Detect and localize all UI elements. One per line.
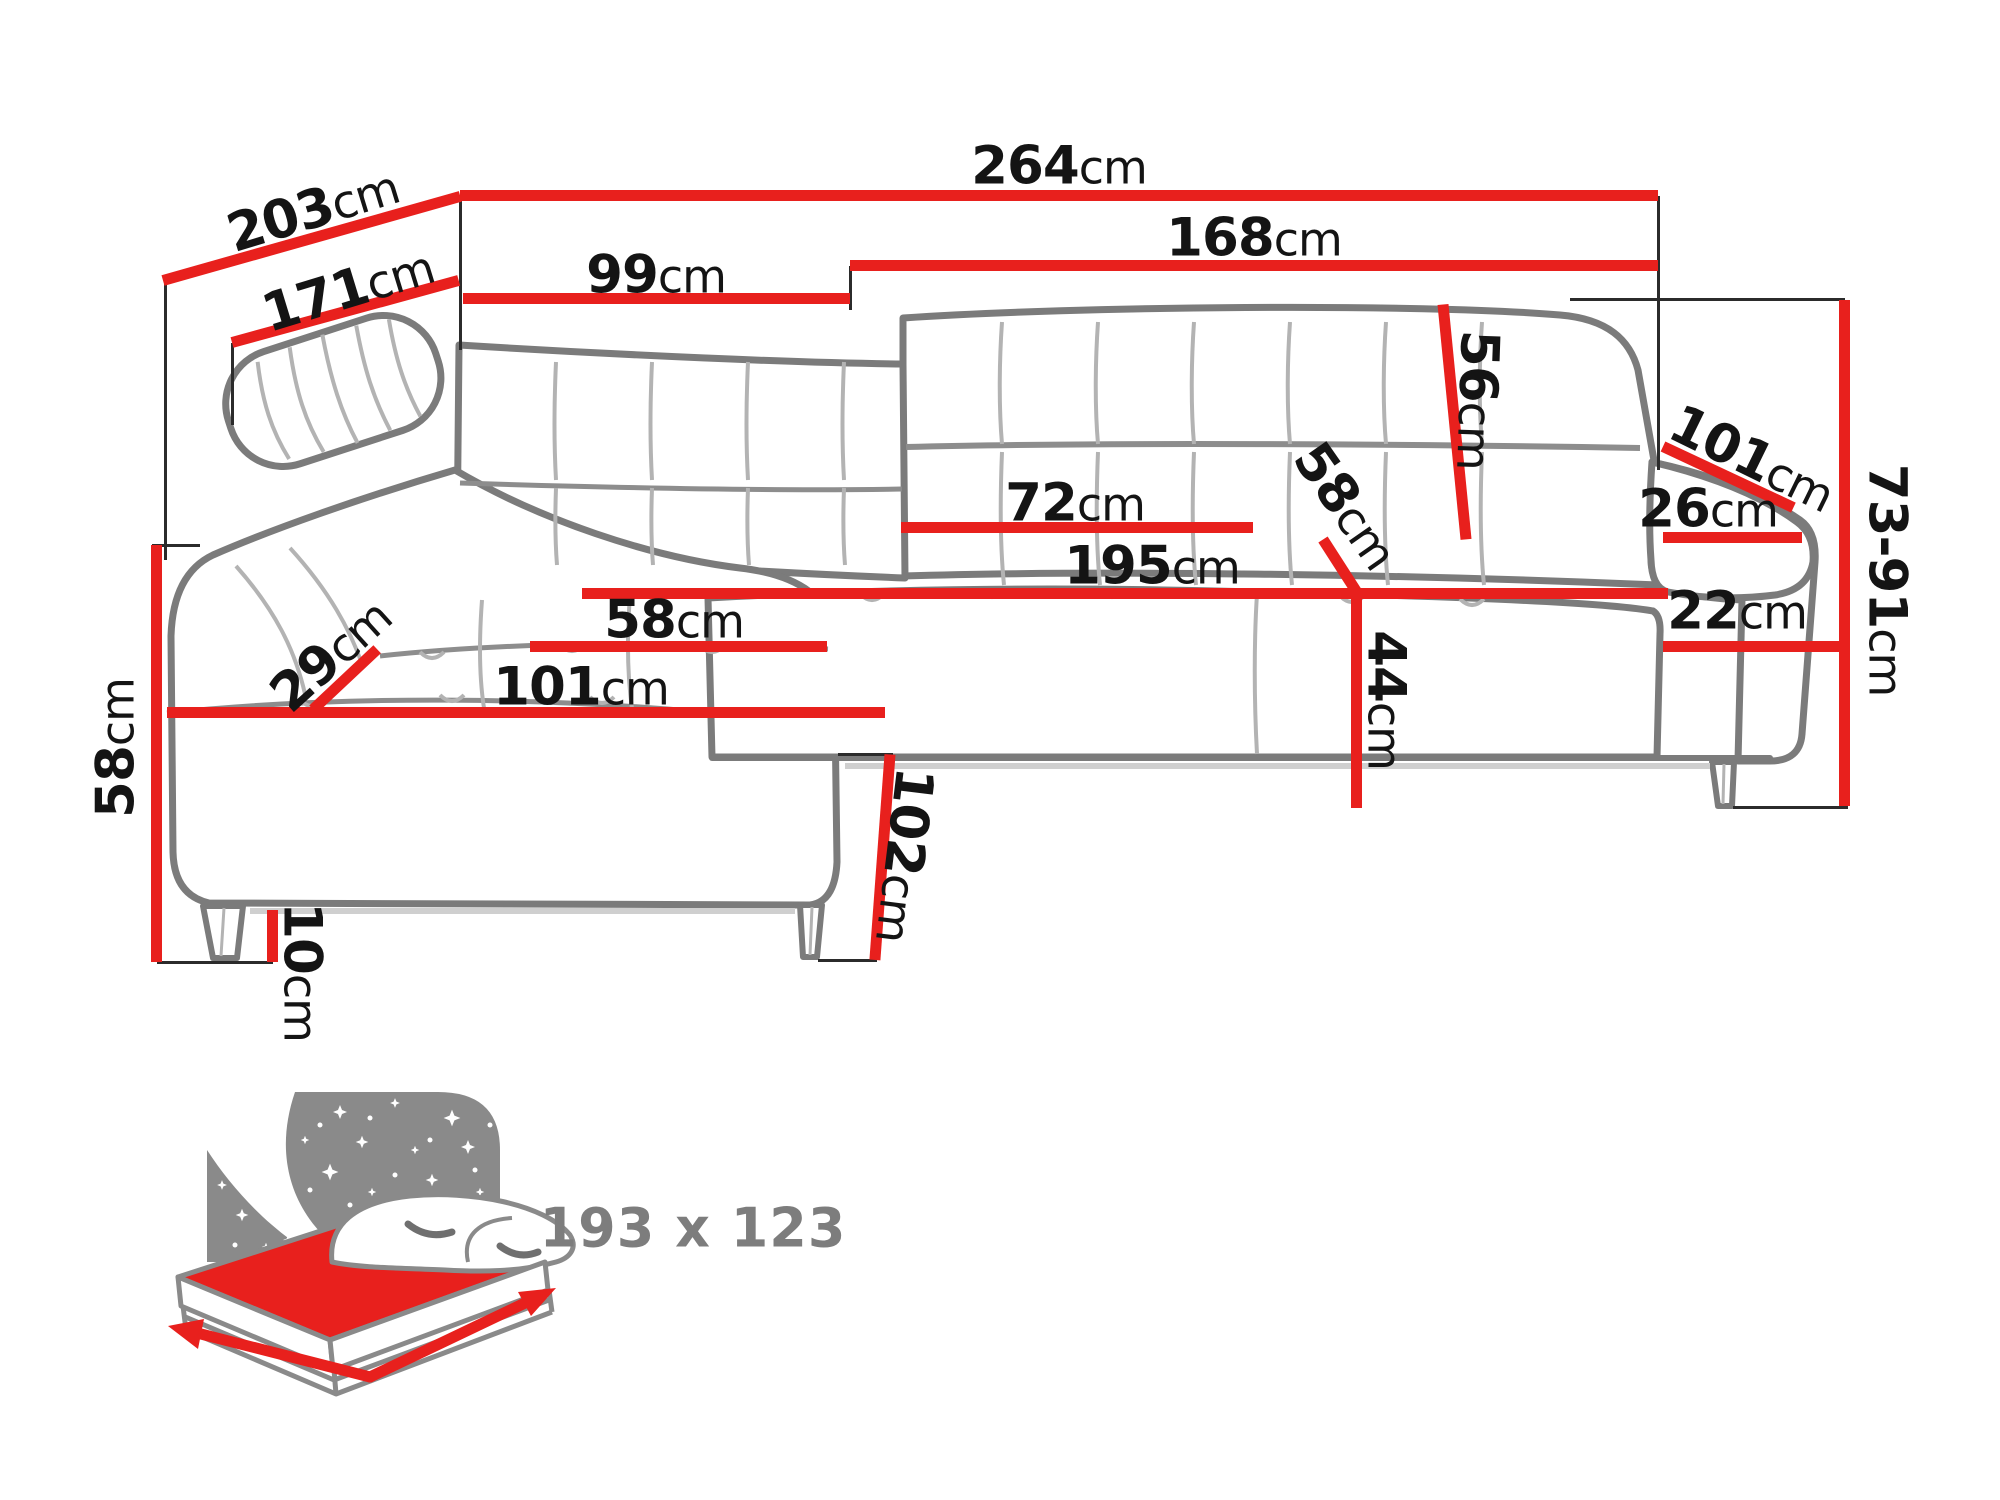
pillow-shadows [404, 1220, 542, 1259]
dim-line-264 [460, 190, 1658, 201]
headrest-pillow [222, 311, 445, 470]
dim-line-26 [1663, 532, 1802, 543]
bed-size-label: 193 x 123 [539, 1196, 847, 1260]
dim-line-10 [267, 910, 278, 962]
dim-line-195 [582, 588, 1668, 599]
dim-label-168: 168cm [1166, 207, 1343, 269]
bed-icon [168, 1092, 576, 1397]
helper-line [164, 281, 167, 560]
floor-shadow [250, 763, 1710, 914]
dim-label-26: 26cm [1638, 478, 1779, 540]
helper-line [231, 343, 234, 425]
dim-label-56: 56cm [1446, 329, 1510, 471]
dim-label-73-91: 73-91cm [1856, 463, 1918, 697]
helper-line [157, 961, 273, 964]
sofa-outline [167, 303, 1819, 909]
dim-line-58-side [151, 545, 162, 962]
dim-line-58-seat [530, 641, 827, 652]
dim-label-195: 195cm [1064, 535, 1241, 597]
dim-label-10: 10cm [271, 902, 333, 1042]
dim-line-22 [1663, 641, 1845, 652]
helper-line [459, 197, 462, 350]
dim-line-73-91 [1839, 300, 1850, 806]
dim-label-99: 99cm [586, 244, 727, 306]
dim-line-99 [463, 293, 850, 304]
dim-line-168 [850, 260, 1658, 271]
helper-line [849, 266, 852, 310]
dim-label-44: 44cm [1355, 630, 1417, 770]
sofa-legs [200, 759, 1737, 961]
helper-line [838, 753, 893, 756]
helper-line [152, 544, 200, 547]
dim-label-22: 22cm [1667, 580, 1808, 642]
dim-line-101-seat [167, 707, 885, 718]
helper-line [1570, 298, 1845, 301]
dim-label-72: 72cm [1005, 472, 1146, 534]
dim-label-264: 264cm [971, 135, 1148, 197]
helper-line [1733, 806, 1848, 809]
helper-line [818, 959, 877, 962]
helper-line [1657, 196, 1660, 470]
dim-label-101-seat: 101cm [493, 656, 670, 718]
dim-line-44 [1351, 593, 1362, 808]
dim-line-72 [901, 522, 1253, 533]
bed-size-arrows [168, 1288, 556, 1383]
dim-label-58-side: 58cm [85, 678, 147, 818]
dim-label-58-seat: 58cm [604, 589, 745, 651]
